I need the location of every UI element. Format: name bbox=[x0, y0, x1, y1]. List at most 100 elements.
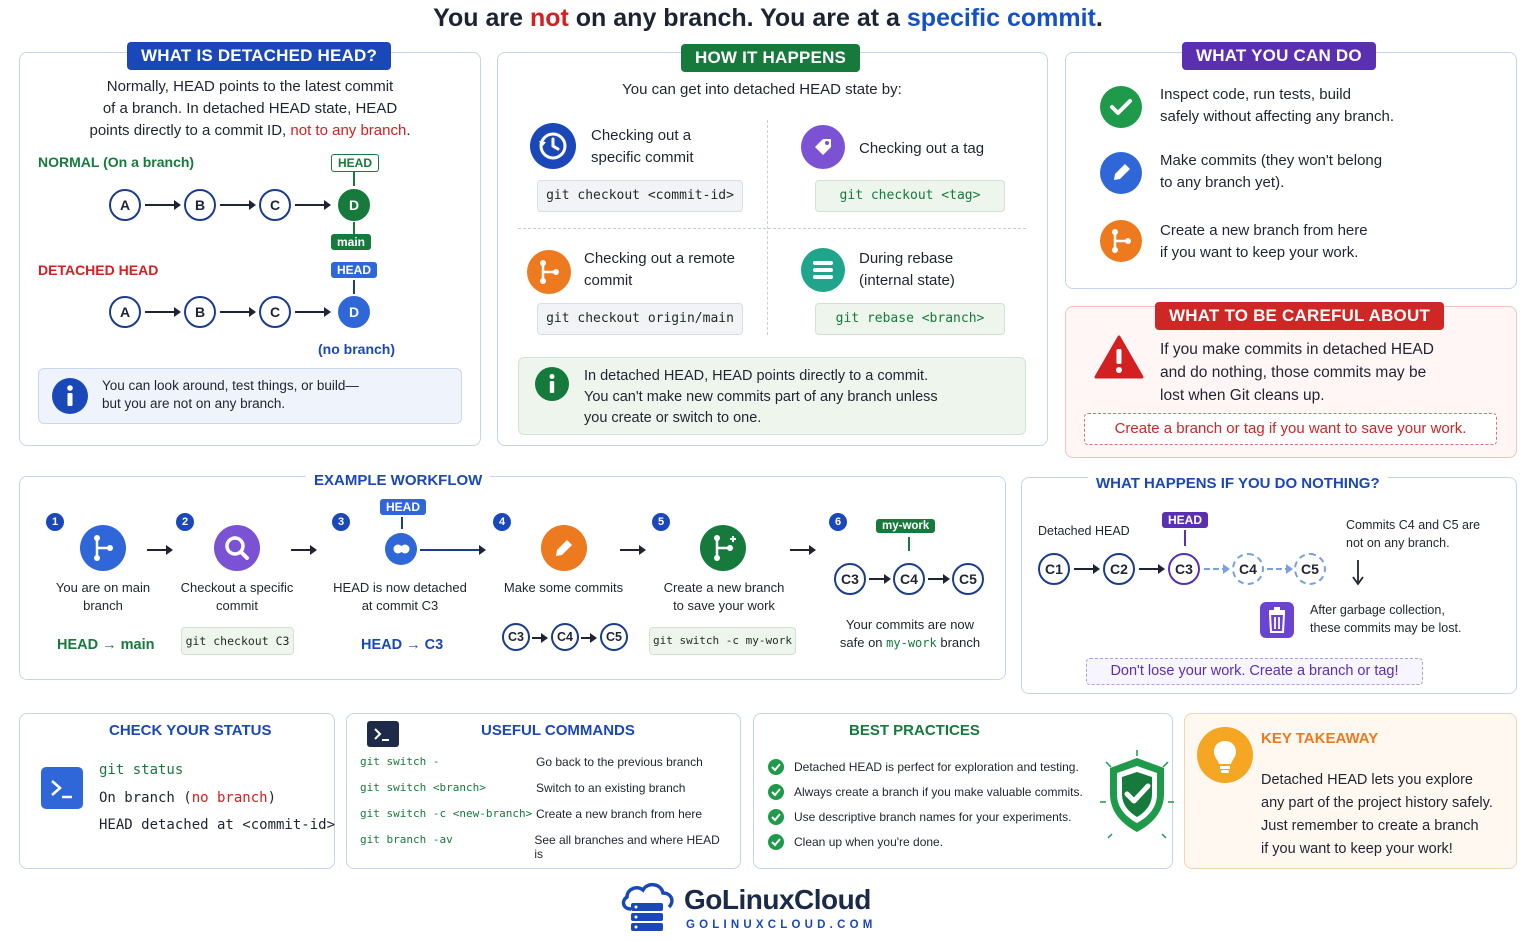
commit-node: C4 bbox=[551, 623, 579, 651]
arrow bbox=[532, 633, 548, 643]
divider bbox=[518, 228, 1026, 229]
commit-node-head: D bbox=[338, 296, 370, 328]
can-do-heading: WHAT YOU CAN DO bbox=[1182, 42, 1376, 70]
command-row: git switch -c <new-branch>Create a new b… bbox=[360, 807, 703, 821]
arrow bbox=[291, 545, 317, 555]
pencil-icon bbox=[541, 525, 587, 571]
head-main-label: HEAD → main bbox=[57, 637, 155, 653]
step-label: Make some commits bbox=[503, 580, 624, 595]
lightbulb-icon bbox=[1197, 727, 1253, 783]
commit-node: C1 bbox=[1038, 553, 1070, 585]
arrow bbox=[145, 200, 181, 210]
arrow bbox=[1074, 564, 1100, 574]
commit-node: C5 bbox=[600, 623, 628, 651]
how-note: In detached HEAD, HEAD points directly t… bbox=[584, 368, 938, 426]
nothing-heading: WHAT HAPPENS IF YOU DO NOTHING? bbox=[1088, 475, 1388, 492]
step-number: 5 bbox=[652, 513, 670, 531]
careful-callout: Create a branch or tag if you want to sa… bbox=[1084, 413, 1497, 445]
arrow bbox=[928, 574, 950, 584]
head-pointer bbox=[353, 280, 355, 294]
warning-icon bbox=[1094, 334, 1144, 385]
divider bbox=[767, 120, 768, 335]
detached-label: DETACHED HEAD bbox=[38, 262, 159, 278]
commit-node: C2 bbox=[1103, 553, 1135, 585]
code-snippet: git checkout C3 bbox=[181, 627, 294, 655]
history-icon bbox=[530, 123, 576, 169]
dashed-arrow bbox=[1204, 564, 1230, 574]
step-number: 1 bbox=[46, 513, 64, 531]
step-number: 4 bbox=[493, 513, 511, 531]
head-pointer bbox=[353, 172, 355, 186]
commit-node: B bbox=[184, 189, 216, 221]
step-number: 6 bbox=[829, 513, 847, 531]
arrow bbox=[869, 574, 891, 584]
check-icon bbox=[768, 783, 784, 800]
head-pointer bbox=[401, 517, 403, 529]
status-heading: CHECK YOUR STATUS bbox=[109, 722, 272, 739]
trash-icon bbox=[1260, 602, 1294, 638]
main-branch-tag: main bbox=[331, 234, 372, 250]
brand-name: GoLinuxCloud bbox=[684, 884, 871, 915]
orphan-commit-node: C5 bbox=[1294, 553, 1326, 585]
info-icon bbox=[52, 378, 88, 414]
dashed-arrow bbox=[1267, 564, 1293, 574]
terminal-icon bbox=[367, 721, 399, 747]
head-tag: HEAD bbox=[331, 262, 378, 278]
step-number: 3 bbox=[332, 513, 350, 531]
detached-label: Detached HEAD bbox=[1038, 524, 1130, 538]
commands-heading: USEFUL COMMANDS bbox=[481, 722, 635, 739]
commands-table: git switch -Go back to the previous bran… bbox=[360, 755, 730, 861]
my-work-tag: my-work bbox=[876, 519, 936, 533]
best-heading: BEST PRACTICES bbox=[849, 722, 980, 739]
terminal-icon bbox=[41, 767, 83, 809]
workflow-heading: EXAMPLE WORKFLOW bbox=[306, 472, 491, 489]
orphan-commit-node: C4 bbox=[1232, 553, 1264, 585]
info-text: You can look around, test things, or bui… bbox=[102, 378, 359, 411]
arrow bbox=[581, 633, 597, 643]
step-number: 2 bbox=[176, 513, 194, 531]
commit-node: C bbox=[259, 189, 291, 221]
commit-node: C bbox=[259, 296, 291, 328]
what-is-heading: WHAT IS DETACHED HEAD? bbox=[127, 42, 392, 70]
tag-icon bbox=[801, 125, 845, 169]
brand-url: GOLINUXCLOUD.COM bbox=[686, 919, 877, 931]
code-snippet: git checkout origin/main bbox=[537, 303, 743, 335]
best-panel bbox=[753, 713, 1173, 869]
code-snippet: git checkout <tag> bbox=[815, 180, 1005, 212]
info-box bbox=[38, 368, 462, 424]
search-icon bbox=[214, 525, 260, 571]
gc-note: After garbage collection,these commits m… bbox=[1310, 603, 1462, 635]
down-arrow-icon bbox=[1352, 560, 1364, 591]
info-icon bbox=[535, 367, 569, 401]
brand-logo-icon bbox=[617, 879, 677, 940]
status-output: On branch (no branch) bbox=[99, 790, 277, 806]
takeaway-heading: KEY TAKEAWAY bbox=[1261, 730, 1379, 747]
check-icon bbox=[768, 808, 784, 825]
how-intro: You can get into detached HEAD state by: bbox=[622, 81, 902, 98]
arrow bbox=[220, 307, 256, 317]
head-pointer bbox=[1184, 530, 1186, 546]
check-icon bbox=[768, 833, 784, 850]
commands-panel bbox=[346, 713, 741, 869]
command-row: git switch -Go back to the previous bran… bbox=[360, 755, 703, 769]
nothing-callout: Don't lose your work. Create a branch or… bbox=[1086, 658, 1423, 685]
normal-label: NORMAL (On a branch) bbox=[38, 154, 195, 170]
arrow bbox=[147, 545, 173, 555]
head-tag: HEAD bbox=[1162, 512, 1209, 528]
head-tag: HEAD bbox=[331, 154, 380, 172]
head-tag: HEAD bbox=[380, 499, 427, 515]
commit-node: C3 bbox=[502, 623, 530, 651]
code-snippet: git rebase <branch> bbox=[815, 303, 1005, 335]
arrow bbox=[145, 307, 181, 317]
pencil-icon bbox=[1100, 152, 1142, 194]
